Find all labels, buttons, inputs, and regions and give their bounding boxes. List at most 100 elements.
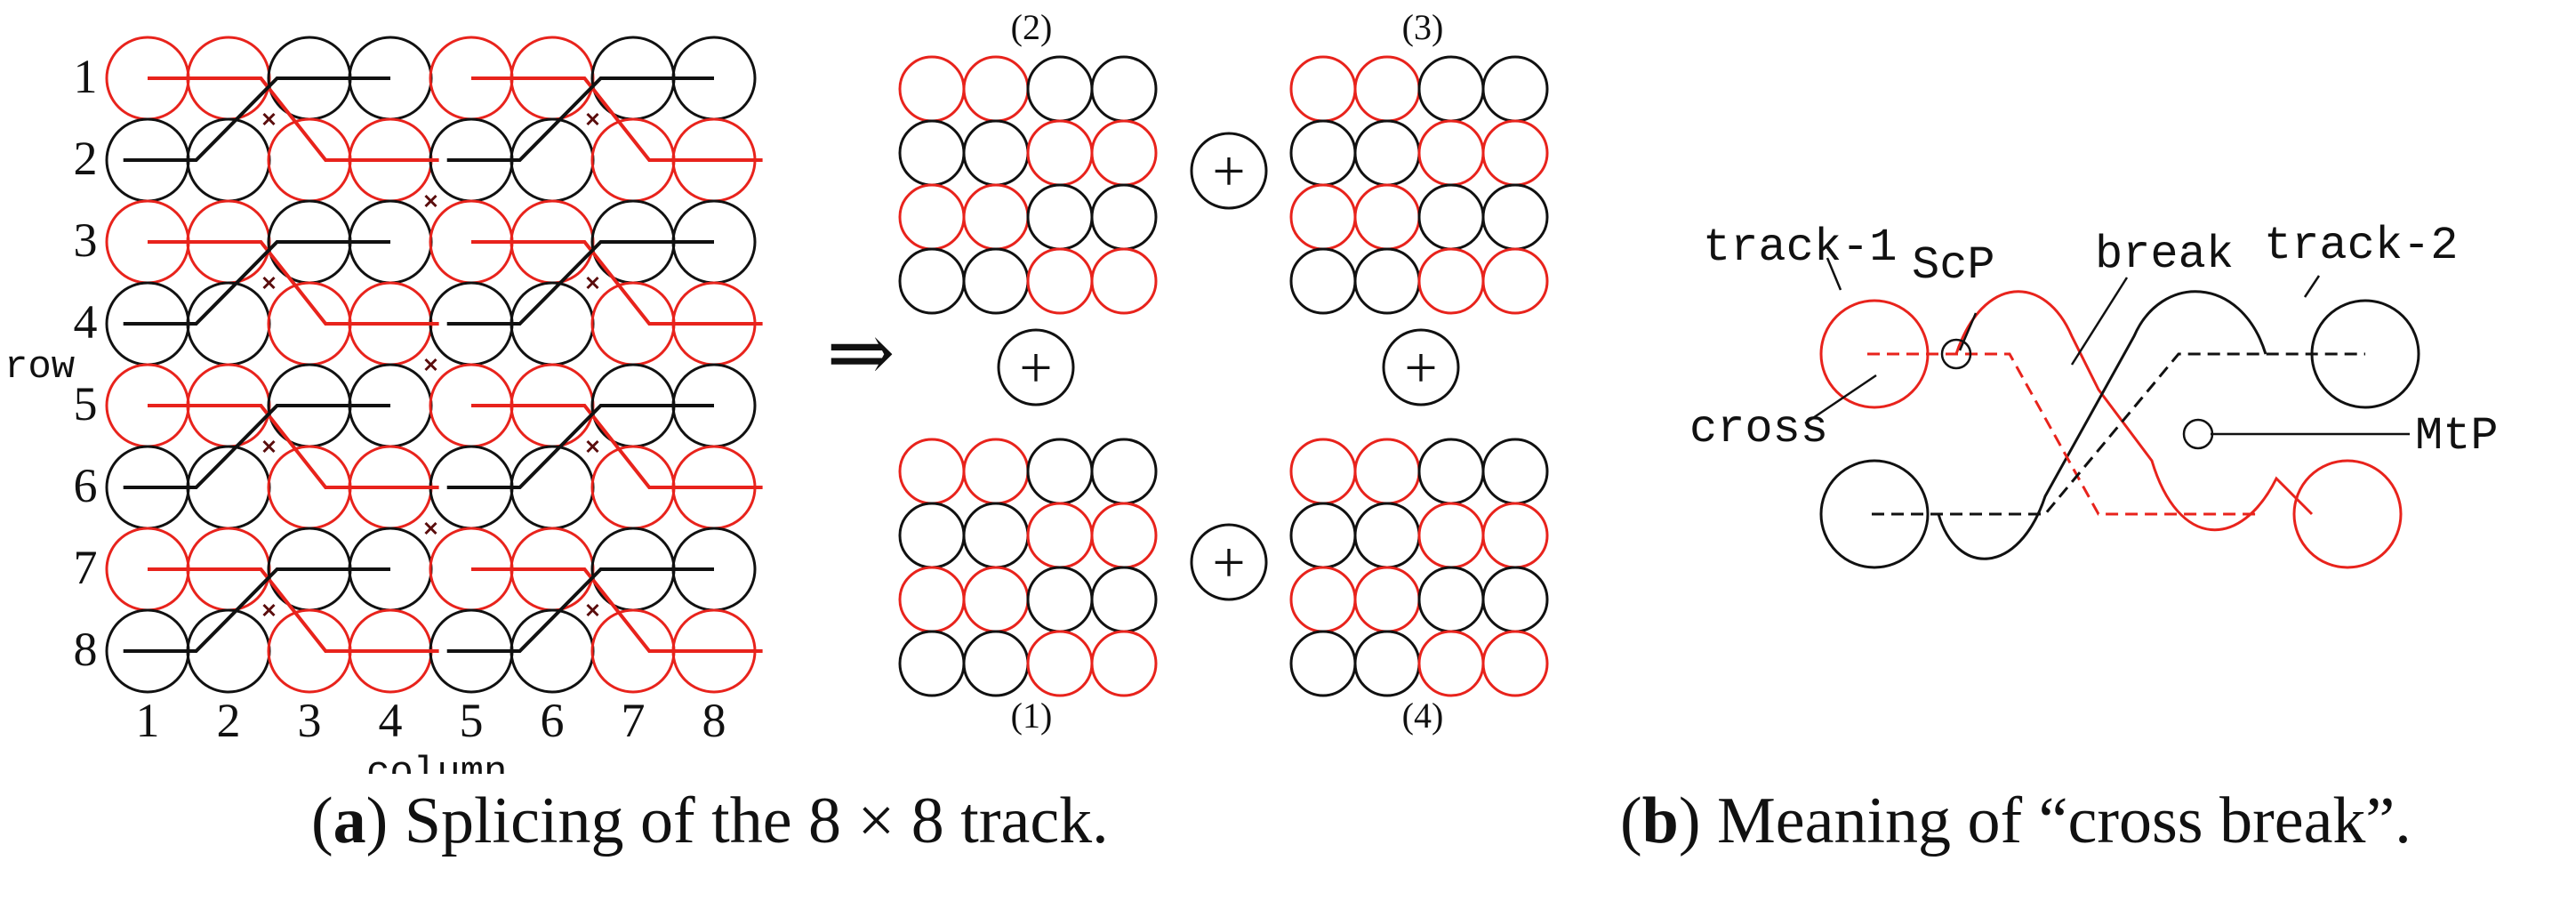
track-loop (1289, 119, 1357, 187)
track-loop (1026, 566, 1094, 633)
track-loop (1090, 55, 1158, 123)
plus-circle-icon (1190, 132, 1268, 210)
track-loop (1289, 247, 1357, 315)
plus-sign: + (1212, 139, 1245, 204)
cross-mark-icon (586, 112, 599, 126)
track-loop (186, 608, 271, 694)
track-loop (186, 117, 271, 203)
cross-break-detail (1819, 290, 2420, 569)
track-loop (1289, 502, 1357, 569)
row-numbers: 1 2 3 4 5 6 7 8 (74, 50, 98, 676)
track-loop (898, 119, 966, 187)
caption-b: (b) Meaning of “cross break”. (1620, 784, 2411, 857)
column-numbers: 1 2 3 4 5 6 7 8 (136, 694, 726, 747)
track-path (446, 240, 714, 326)
track-loop (1417, 55, 1485, 123)
cross-mark-icon (262, 603, 276, 617)
track-loop (1289, 566, 1357, 633)
track-path (123, 567, 390, 653)
quadrant-label: (3) (1402, 7, 1444, 47)
column-number: 6 (541, 694, 565, 747)
cross-mark-icon (586, 439, 599, 454)
track-loop (1417, 502, 1485, 569)
figure-canvas: 1 2 3 4 5 6 7 8 1 2 3 4 5 6 7 8 row colu… (4, 7, 2499, 774)
track-loop (898, 247, 966, 315)
track-1-label: track-1 (1703, 221, 1897, 274)
track-loop (898, 55, 966, 123)
track-loop (1353, 183, 1421, 251)
leader-lines (1804, 257, 2410, 450)
track-loop (962, 502, 1030, 569)
row-number: 8 (74, 623, 98, 676)
track-loop (1417, 247, 1485, 315)
caption-b-text: Meaning of “cross break”. (1700, 784, 2411, 857)
cross-mark-icon (586, 603, 599, 617)
plus-circle-icon (1382, 328, 1460, 406)
track-loop (1353, 438, 1421, 505)
track-loop (1090, 502, 1158, 569)
cross-mark-icon (262, 439, 276, 454)
row-number: 7 (74, 541, 98, 594)
track-loop (1289, 438, 1357, 505)
cross-mark-icon (424, 194, 437, 208)
track-loop (1090, 183, 1158, 251)
track-loop (1417, 566, 1485, 633)
track-loop (1090, 438, 1158, 505)
plus-sign: + (1212, 530, 1245, 595)
track-loop (898, 630, 966, 697)
track-path (446, 404, 714, 489)
column-number: 4 (379, 694, 403, 747)
track-loop (1353, 55, 1421, 123)
column-number: 7 (622, 694, 646, 747)
track-path (446, 76, 714, 162)
plus-signs: + + + + (1019, 139, 1437, 595)
dashed-path (1867, 352, 2259, 516)
track-loop (1026, 438, 1094, 505)
track-loop (898, 438, 966, 505)
track-path (471, 240, 763, 326)
track-2-label: track-2 (2264, 220, 2458, 272)
detail-labels: track-1 ScP break track-2 cross MtP (1689, 220, 2499, 463)
track-loop (1481, 502, 1549, 569)
track-loop (1353, 119, 1421, 187)
row-axis-label: row (4, 345, 75, 390)
track-loop (1819, 459, 1930, 569)
caption-a-text: Splicing of the 8 × 8 track. (388, 784, 1109, 857)
quadrant-labels: (2) (3) (1) (4) (1011, 7, 1444, 736)
track-loop (1481, 566, 1549, 633)
break-label: break (2095, 229, 2234, 281)
track-loop (1353, 566, 1421, 633)
track-path (123, 404, 390, 489)
track-loop (898, 502, 966, 569)
track-loop (962, 247, 1030, 315)
track-loop (1417, 183, 1485, 251)
track-loop (1026, 630, 1094, 697)
track-loop (1481, 247, 1549, 315)
scp-label: ScP (1912, 239, 1995, 292)
track-path (1954, 290, 2314, 532)
plus-sign: + (1019, 335, 1052, 400)
track-loop (898, 566, 966, 633)
track-loop (186, 445, 271, 530)
row-number: 3 (74, 213, 98, 267)
track-loop (1353, 247, 1421, 315)
plus-sign: + (1404, 335, 1437, 400)
quadrant-label: (2) (1011, 7, 1053, 47)
track-loop (1289, 55, 1357, 123)
plus-circle-icon (997, 328, 1075, 406)
cross-mark-icon (424, 358, 437, 372)
track-path (148, 567, 439, 653)
track-loop (510, 608, 595, 694)
track-path (446, 567, 714, 653)
implies-arrow: ⇒ (826, 308, 895, 398)
column-axis-label: column (366, 751, 507, 774)
track-loop (1090, 630, 1158, 697)
track-loop (1090, 566, 1158, 633)
caption-a: (a) Splicing of the 8 × 8 track. (311, 784, 1109, 857)
track-loop (1090, 119, 1158, 187)
column-number: 8 (702, 694, 726, 747)
quadrant-grids (898, 55, 1549, 697)
track-path (123, 76, 390, 162)
track-grid-8x8 (105, 36, 763, 694)
track-loop (898, 183, 966, 251)
